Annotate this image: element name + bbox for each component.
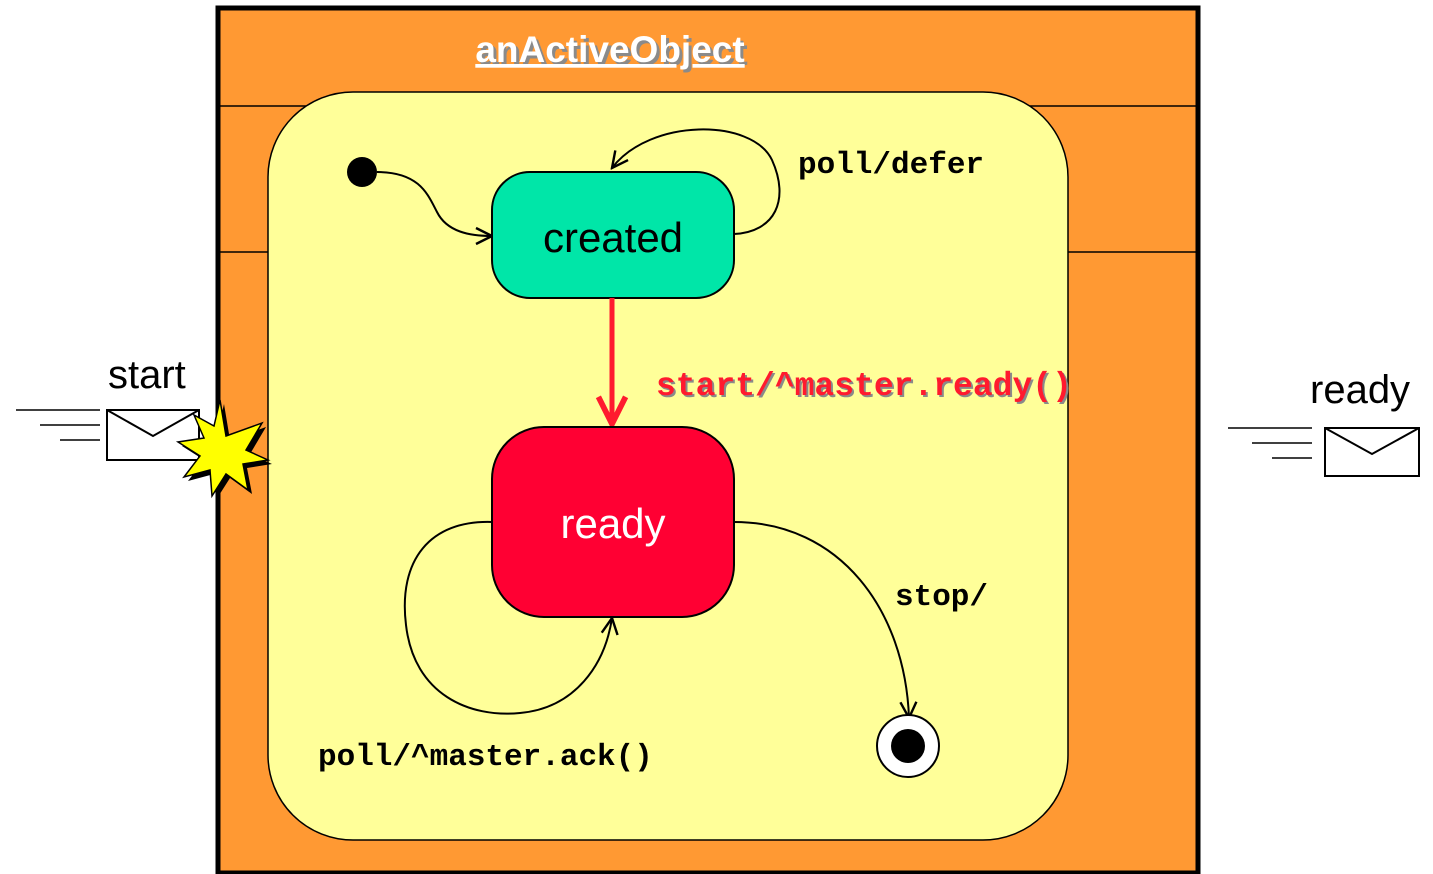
ready-to-final-label: stop/ <box>895 580 988 615</box>
signal-burst-icon <box>175 399 272 500</box>
initial-state <box>347 157 377 187</box>
created-to-ready-label: start/^master.ready() <box>656 368 1072 405</box>
created-self-transition-label: poll/defer <box>798 148 984 183</box>
svg-text:start/^master.ready(): start/^master.ready() <box>658 370 1074 407</box>
outgoing-signal-label: ready <box>1310 368 1410 412</box>
ready-self-transition-label: poll/^master.ack() <box>318 740 653 775</box>
object-title: anActiveObject <box>475 29 744 70</box>
ready-to-final-transition <box>733 521 909 718</box>
envelope-icon <box>1324 427 1420 477</box>
state-created-label: created <box>543 214 683 261</box>
incoming-signal: start <box>16 353 200 461</box>
svg-text:anActiveObject: anActiveObject <box>478 32 747 73</box>
state-ready[interactable]: ready <box>491 426 735 618</box>
envelope-icon <box>106 409 200 461</box>
ready-self-transition <box>403 520 612 715</box>
final-state <box>876 714 940 778</box>
initial-transition <box>376 171 492 236</box>
created-self-transition <box>612 128 781 235</box>
incoming-signal-label: start <box>108 353 186 397</box>
outgoing-signal: ready <box>1228 368 1420 477</box>
state-ready-label: ready <box>560 500 665 547</box>
state-created[interactable]: created <box>491 171 735 299</box>
